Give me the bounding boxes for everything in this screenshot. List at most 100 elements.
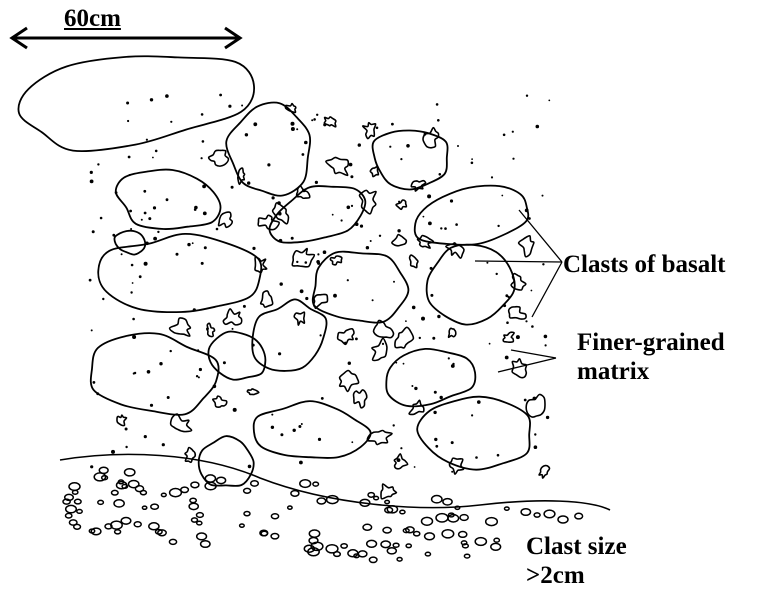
matrix-fragment: [247, 389, 258, 395]
small-clast: [129, 481, 139, 488]
matrix-dot: [423, 216, 425, 218]
matrix-dot: [321, 397, 324, 400]
matrix-dot: [323, 123, 326, 126]
matrix-dot: [455, 223, 458, 226]
matrix-dot: [278, 212, 282, 216]
matrix-dot: [379, 235, 381, 237]
matrix-dot: [152, 157, 154, 159]
matrix-dot: [92, 230, 95, 233]
matrix-dot: [534, 445, 538, 449]
matrix-dot: [414, 387, 417, 390]
matrix-dot: [213, 385, 217, 389]
basalt-clast: [373, 130, 448, 189]
matrix-dot: [491, 176, 493, 178]
matrix-dot: [366, 246, 369, 249]
matrix-dot: [129, 174, 131, 176]
matrix-dot: [435, 445, 438, 448]
matrix-dot: [300, 289, 304, 293]
matrix-dot: [277, 201, 281, 205]
matrix-dot: [153, 206, 156, 209]
matrix-dot: [397, 229, 400, 232]
matrix-dot: [512, 158, 514, 160]
small-clast: [63, 499, 70, 504]
matrix-dot: [100, 217, 103, 220]
matrix-dot: [228, 105, 231, 108]
matrix-dot: [430, 294, 433, 297]
matrix-dot: [132, 318, 135, 321]
small-clast: [387, 548, 396, 554]
matrix-dot: [432, 337, 435, 340]
small-clast: [383, 527, 391, 533]
matrix-dot: [170, 350, 172, 352]
matrix-dot: [444, 227, 447, 230]
matrix-dot: [280, 433, 283, 436]
matrix-fragment: [223, 309, 241, 325]
matrix-dot: [89, 279, 92, 282]
matrix-dot: [424, 133, 427, 136]
matrix-dot: [318, 438, 321, 441]
matrix-dot: [370, 240, 372, 242]
matrix-dot: [545, 344, 547, 346]
matrix-dot: [115, 191, 118, 194]
matrix-dot: [376, 127, 379, 130]
fine-clast-layer: [63, 467, 583, 562]
matrix-dot: [528, 217, 531, 220]
matrix-dot: [192, 242, 194, 244]
basalt-clast: [254, 401, 371, 458]
matrix-dot: [437, 119, 440, 122]
matrix-dot: [347, 206, 351, 210]
basalt-clast: [417, 397, 530, 470]
matrix-dot: [341, 219, 343, 221]
matrix-dot: [524, 399, 527, 402]
matrix-dot: [153, 237, 157, 241]
matrix-dot: [216, 228, 219, 231]
small-clast: [400, 510, 405, 514]
matrix-dot: [439, 173, 442, 176]
matrix-fragment: [292, 249, 314, 267]
matrix-dot: [165, 94, 169, 98]
matrix-dot: [347, 279, 349, 281]
basalt-clast: [427, 245, 515, 325]
matrix-dot: [503, 134, 506, 137]
matrix-dot: [475, 456, 478, 459]
matrix-fragment: [314, 294, 328, 307]
matrix-dot: [434, 438, 437, 441]
matrix-fragment: [539, 466, 549, 479]
matrix-dot: [125, 428, 128, 431]
matrix-dot: [127, 120, 129, 122]
small-clast: [461, 541, 466, 545]
small-clast: [161, 493, 166, 496]
small-clast: [75, 499, 82, 504]
matrix-dot: [279, 239, 283, 243]
basalt-clast: [386, 349, 475, 407]
matrix-fragment: [330, 256, 341, 265]
basalt-clast: [18, 56, 254, 151]
matrix-dot: [315, 181, 318, 184]
matrix-dot: [505, 356, 509, 360]
basalt-clast: [98, 234, 261, 312]
small-clast: [425, 552, 430, 556]
matrix-fragment: [370, 167, 378, 177]
matrix-dot: [436, 103, 439, 106]
matrix-dot: [125, 446, 127, 448]
small-clast: [102, 476, 108, 480]
small-clast: [142, 506, 146, 509]
matrix-dot: [395, 362, 397, 364]
small-clast: [406, 544, 411, 548]
matrix-dot: [355, 222, 359, 226]
matrix-dot: [496, 273, 498, 275]
matrix-dot: [231, 186, 234, 189]
matrix-dot: [430, 267, 433, 270]
breccia-outline: [60, 454, 610, 510]
matrix-dot: [349, 163, 353, 167]
matrix-dot: [457, 145, 459, 147]
matrix-dot: [90, 180, 94, 184]
matrix-dot: [421, 317, 425, 321]
label-pointers: [475, 210, 562, 372]
small-clast: [288, 506, 292, 509]
small-clast: [491, 543, 501, 550]
small-clast: [115, 530, 121, 534]
matrix-dot: [397, 458, 401, 462]
matrix-dot: [223, 361, 226, 364]
matrix-dot: [97, 163, 99, 165]
